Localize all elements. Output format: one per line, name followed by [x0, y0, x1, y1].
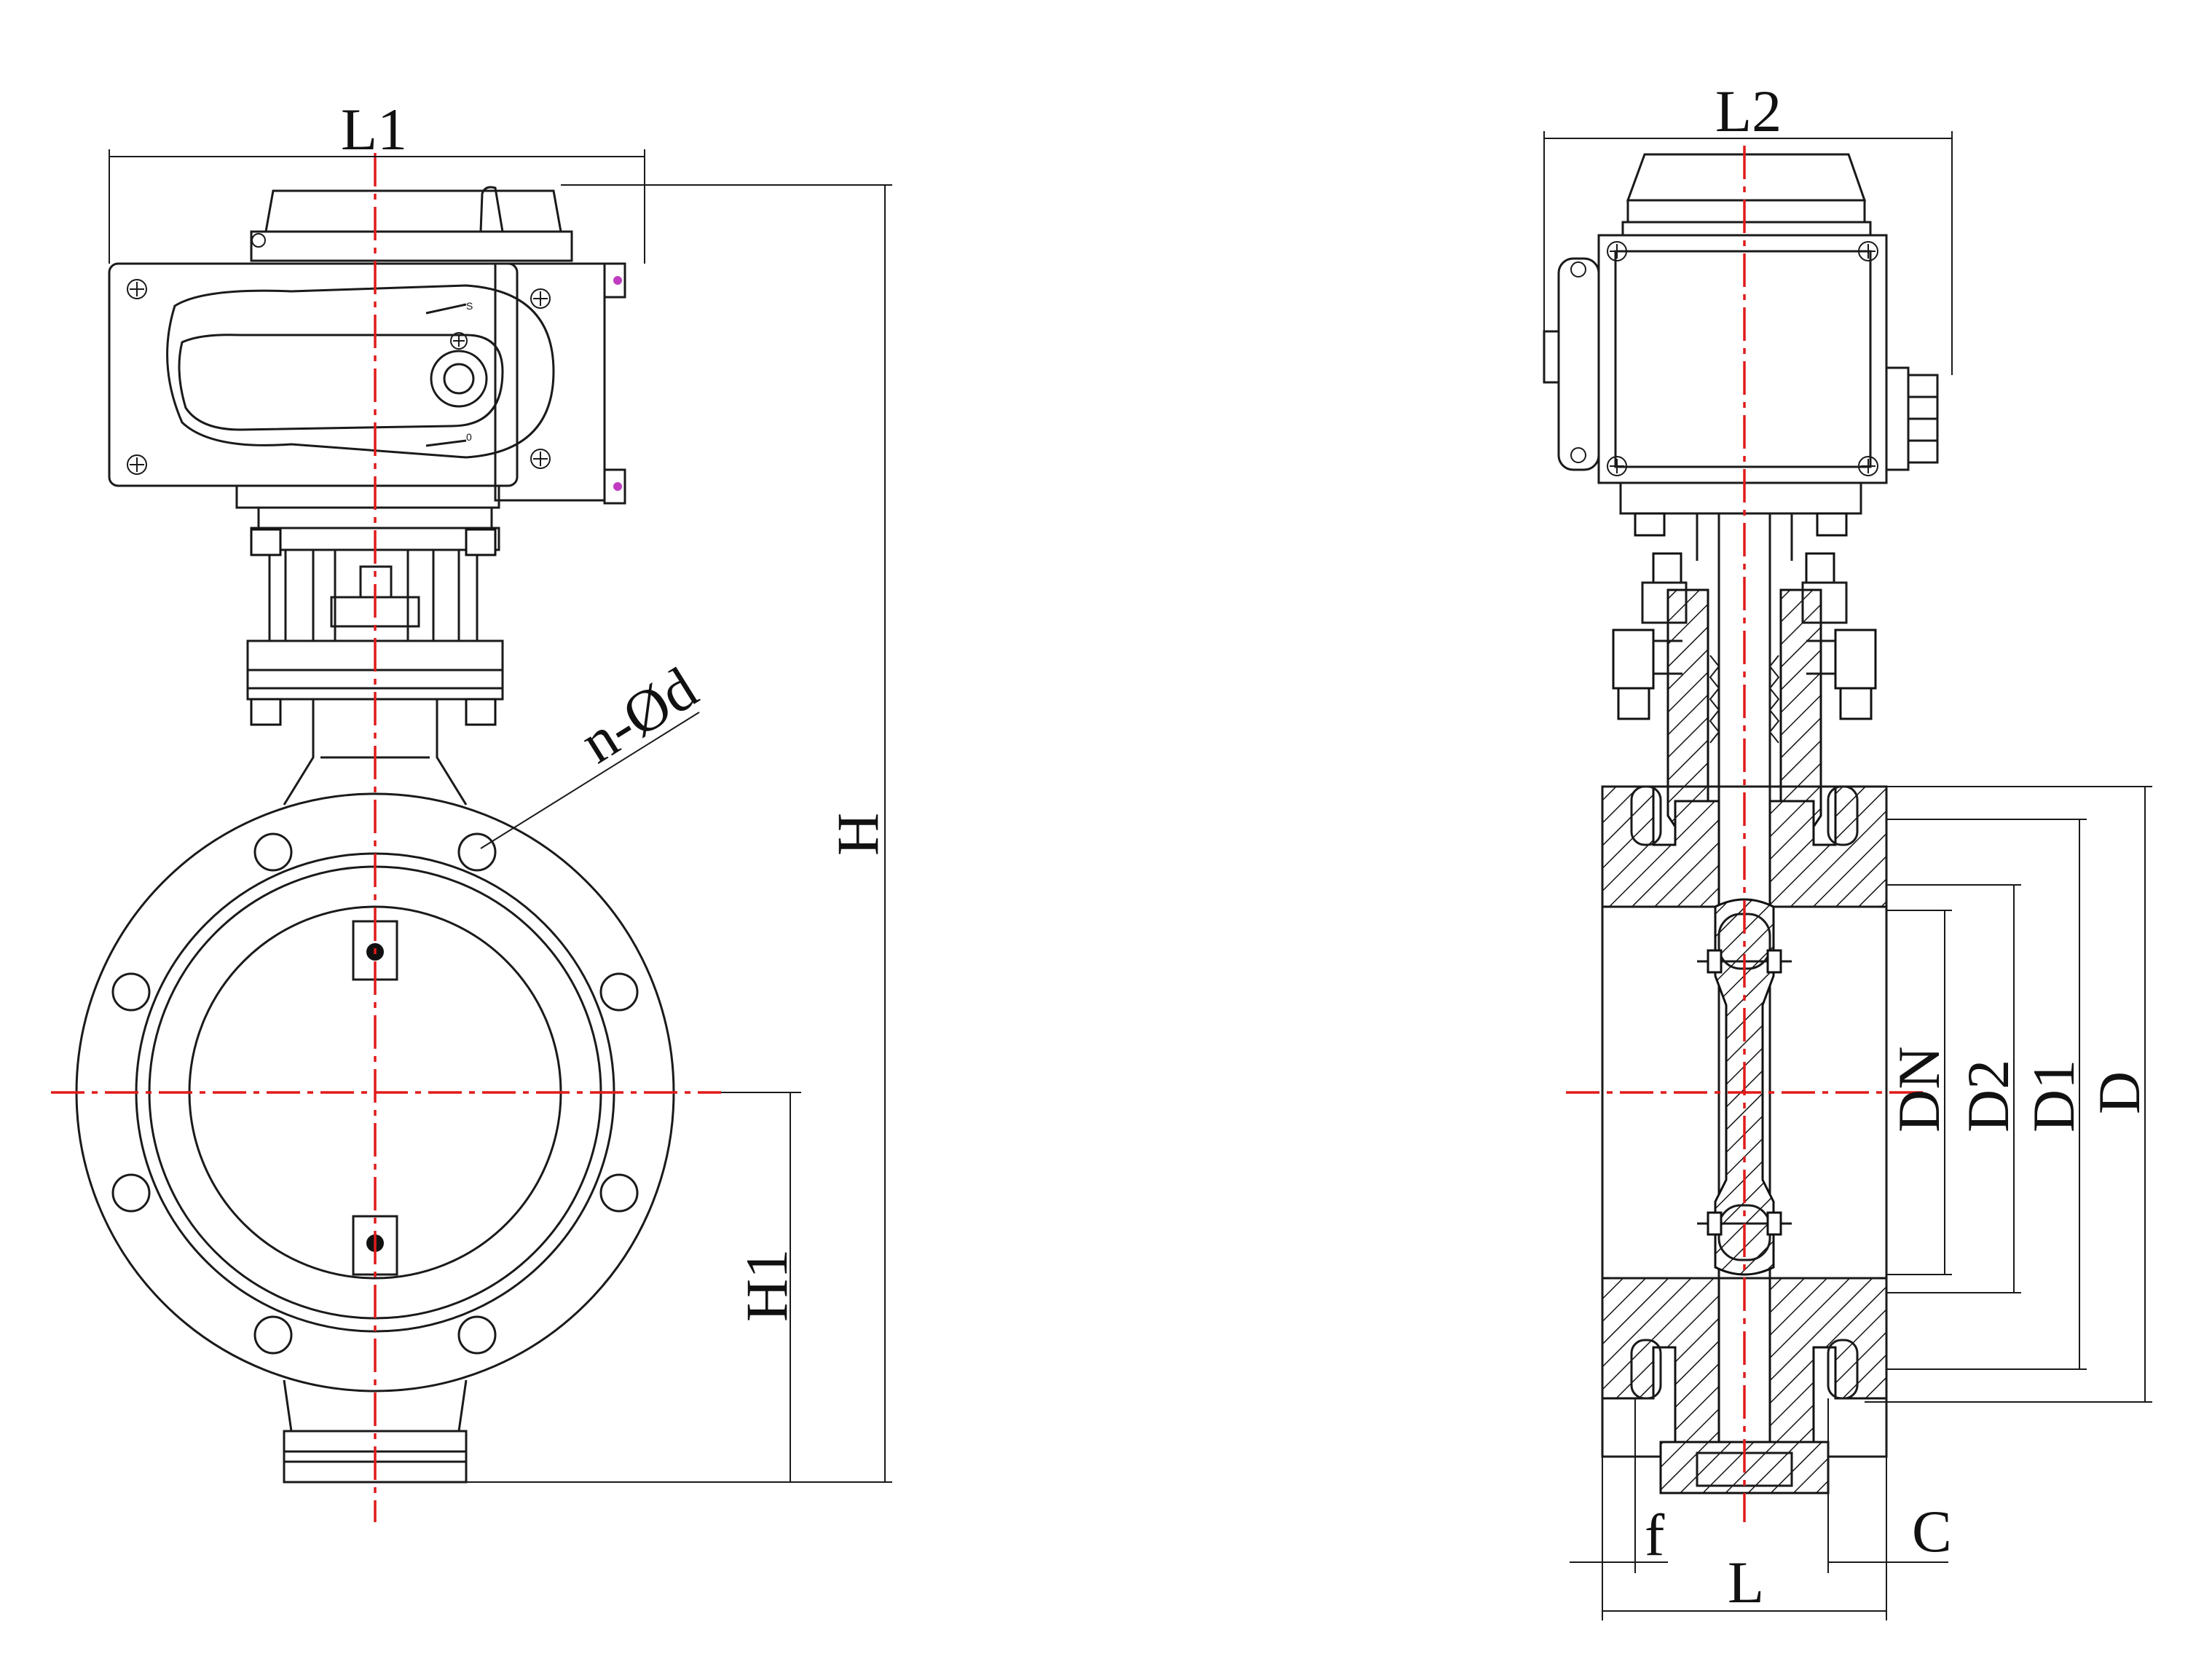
l-label: L: [1728, 1549, 1764, 1615]
dimension-h1: H1: [721, 1092, 801, 1482]
actuator-top-cover: [250, 186, 573, 262]
dimension-h: H: [466, 184, 892, 1483]
front-view: S 0: [51, 96, 892, 1522]
dimension-d: D: [1865, 786, 2152, 1403]
bolt-hole-leader: [480, 712, 700, 849]
mounting-bracket: [246, 506, 504, 805]
scale-marker: 0: [466, 431, 472, 443]
d1-label: D1: [2020, 1060, 2087, 1133]
scale-marker: S: [466, 300, 473, 312]
dimension-dn: DN: [1886, 910, 1952, 1275]
h1-label: H1: [733, 1249, 800, 1322]
dn-label: DN: [1886, 1047, 1952, 1133]
actuator-body: S 0: [108, 262, 626, 509]
side-actuator-top: [1621, 153, 1872, 237]
side-section-view: L2 DN D2 D1 D: [1543, 78, 2152, 1620]
dimension-l1: L1: [109, 96, 645, 264]
l2-label: L2: [1715, 78, 1782, 144]
l1-label: L1: [341, 96, 407, 162]
dimension-l: L: [1602, 1457, 1887, 1620]
dimension-d1: D1: [1886, 819, 2087, 1370]
f-label: f: [1645, 1502, 1665, 1568]
c-label: C: [1912, 1498, 1952, 1564]
dimension-l2: L2: [1543, 78, 1953, 375]
d-label: D: [2086, 1071, 2152, 1114]
d2-label: D2: [1955, 1060, 2021, 1133]
bolt-holes: [111, 832, 639, 1355]
dimension-c: C: [1827, 1398, 1952, 1573]
h-label: H: [824, 813, 891, 856]
dimension-d2: D2: [1886, 884, 2021, 1293]
dimension-f: f: [1570, 1398, 1668, 1573]
bolt-hole-label: n-Ød: [569, 655, 708, 776]
side-actuator-body: [1543, 234, 1939, 537]
